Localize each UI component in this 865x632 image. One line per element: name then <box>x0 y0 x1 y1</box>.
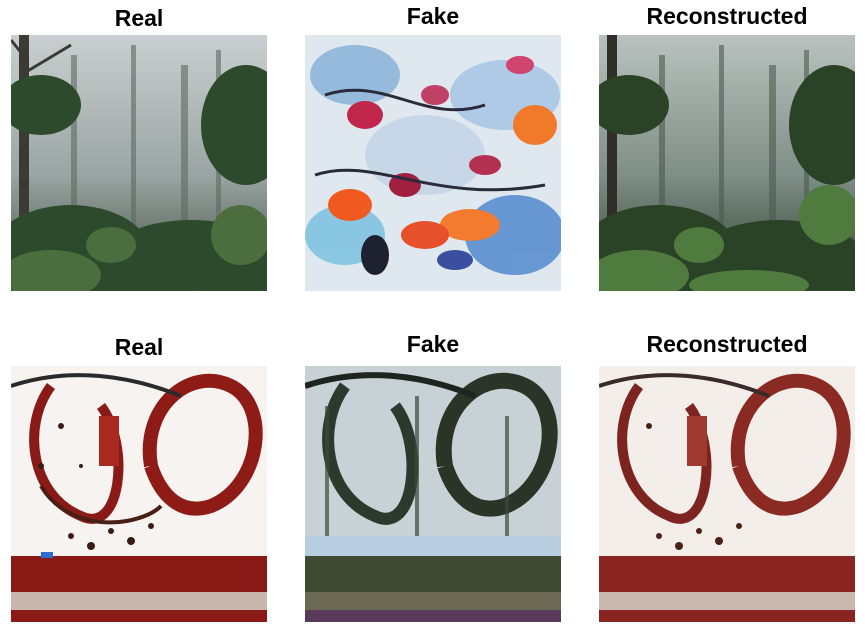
panel-title-real-row2: Real <box>114 334 164 360</box>
panel-title-fake-row1: Fake <box>406 3 460 29</box>
panel-title-reconstructed-row2: Reconstructed <box>646 331 808 357</box>
real-brushstroke-image <box>11 366 267 622</box>
panel-title-reconstructed-row1: Reconstructed <box>646 3 808 29</box>
real-forest-image <box>11 35 267 291</box>
fake-abstract-image <box>305 35 561 291</box>
fake-forest-style-image <box>305 366 561 622</box>
reconstructed-forest-image <box>599 35 855 291</box>
reconstructed-brushstroke-image <box>599 366 855 622</box>
panel-title-fake-row2: Fake <box>406 331 460 357</box>
panel-title-real-row1: Real <box>114 5 164 31</box>
